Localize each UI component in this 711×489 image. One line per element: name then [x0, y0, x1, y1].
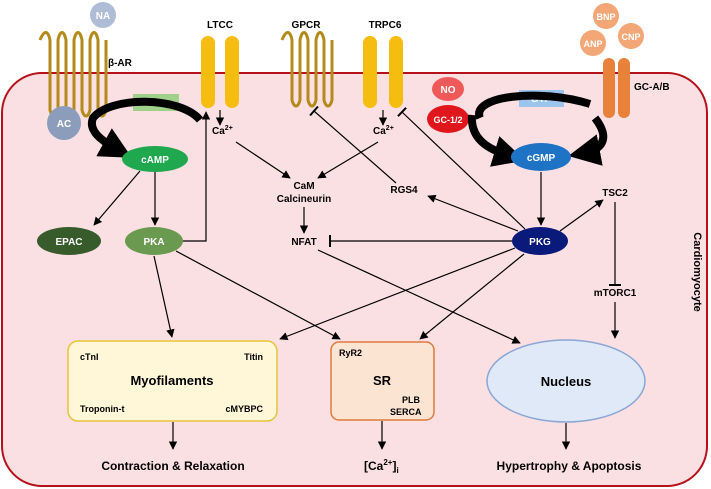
pkg-label: PKG — [529, 237, 551, 248]
hypertrophy-outcome: Hypertrophy & Apoptosis — [497, 459, 642, 473]
ryr2-label: RyR2 — [339, 348, 362, 358]
no-molecule — [432, 77, 464, 101]
ca-left-label: Ca2+ — [212, 125, 233, 137]
myofilaments-box — [67, 340, 278, 422]
gc-ab-receptor-right — [618, 58, 630, 118]
camp-label: cAMP — [141, 155, 169, 166]
ac-label: AC — [57, 119, 71, 130]
calcineurin-label: Calcineurin — [277, 194, 331, 205]
ca-right-label: Ca2+ — [373, 125, 394, 137]
nucleus — [486, 339, 646, 423]
cnp-ligand — [618, 23, 644, 49]
ltcc-channel-left — [201, 36, 215, 108]
no-label: NO — [441, 85, 456, 96]
cardiomyocyte-label: Cardiomyocyte — [691, 232, 703, 311]
gpcr-label: GPCR — [292, 20, 322, 31]
serca-label: SERCA — [390, 407, 422, 417]
rgs4-label: RGS4 — [390, 185, 418, 196]
pka-node — [125, 227, 183, 255]
ac-enzyme — [47, 106, 81, 140]
contraction-outcome: Contraction & Relaxation — [101, 459, 244, 473]
gpcr-receptor — [280, 31, 334, 108]
ctni-label: cTnI — [80, 352, 99, 362]
nucleus-title: Nucleus — [541, 374, 592, 389]
cam-label: CaM — [293, 181, 314, 192]
pka-label: PKA — [143, 237, 164, 248]
ca-i-outcome: [Ca2+]i — [364, 458, 399, 475]
gc-cycle-arrow-lower — [467, 114, 526, 167]
anp-ligand — [580, 30, 606, 56]
nfat-label: NFAT — [291, 237, 316, 248]
myofilaments-title: Myofilaments — [130, 373, 213, 388]
cgmp-label: cGMP — [527, 153, 556, 164]
bnp-ligand — [593, 3, 619, 29]
gc-ab-receptor-left — [603, 58, 615, 118]
gc12-label: GC-1/2 — [433, 115, 462, 125]
ac-cycle-arrow — [87, 97, 204, 158]
trpc6-channel-left — [363, 36, 377, 108]
sr-title: SR — [373, 373, 392, 388]
epac-label: EPAC — [55, 237, 82, 248]
mtorc1-label: mTORC1 — [594, 288, 637, 299]
titin-label: Titin — [244, 352, 263, 362]
tsc2-label: TSC2 — [602, 188, 628, 199]
cmybpc-label: cMYBPC — [225, 404, 263, 414]
pkg-node — [512, 227, 568, 255]
cgmp-node — [511, 143, 571, 171]
plb-label: PLB — [402, 395, 421, 405]
pathway-arrows — [93, 105, 621, 450]
bnp-label: BNP — [596, 12, 615, 22]
sr-box — [330, 341, 435, 421]
beta-ar-label: β-AR — [108, 58, 133, 69]
gc-cycle-arrow-left — [475, 91, 592, 120]
na-ligand — [90, 2, 116, 28]
cnp-label: CNP — [621, 32, 640, 42]
anp-label: ANP — [583, 39, 602, 49]
epac-node — [37, 227, 101, 255]
ltcc-label: LTCC — [207, 20, 233, 31]
ltcc-channel-right — [225, 36, 239, 108]
gc-ab-label: GC-A/B — [634, 82, 670, 93]
gc12-enzyme — [427, 105, 469, 133]
trpc6-channel-right — [389, 36, 403, 108]
na-label: NA — [96, 11, 110, 22]
trpc6-label: TRPC6 — [369, 20, 402, 31]
gc-cycle-arrow-right — [568, 115, 608, 166]
camp-node — [122, 146, 188, 172]
troponin-label: Troponin-t — [80, 404, 125, 414]
